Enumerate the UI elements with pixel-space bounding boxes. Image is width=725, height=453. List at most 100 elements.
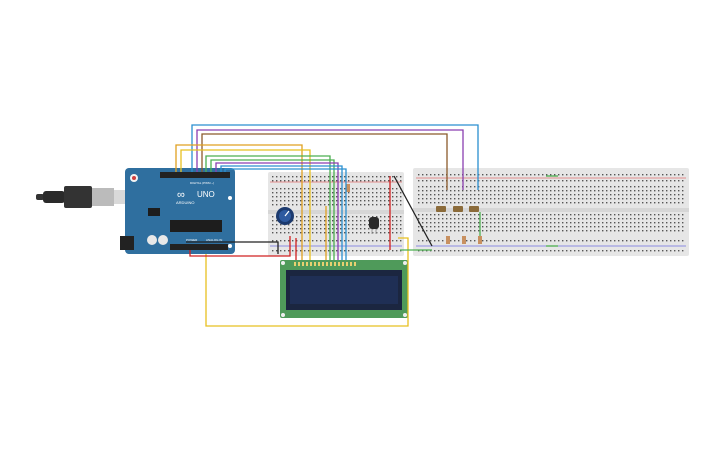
breadboard-hole[interactable] bbox=[562, 194, 564, 196]
breadboard-hole[interactable] bbox=[586, 180, 588, 182]
breadboard-hole[interactable] bbox=[514, 186, 516, 188]
breadboard-hole[interactable] bbox=[308, 220, 310, 222]
breadboard-hole[interactable] bbox=[674, 222, 676, 224]
breadboard-hole[interactable] bbox=[486, 250, 488, 252]
breadboard-hole[interactable] bbox=[610, 230, 612, 232]
breadboard-hole[interactable] bbox=[606, 218, 608, 220]
breadboard-hole[interactable] bbox=[602, 226, 604, 228]
breadboard-hole[interactable] bbox=[392, 196, 394, 198]
lcd-16x2-display[interactable] bbox=[280, 260, 408, 318]
breadboard-hole[interactable] bbox=[618, 186, 620, 188]
breadboard-hole[interactable] bbox=[446, 198, 448, 200]
breadboard-hole[interactable] bbox=[400, 204, 402, 206]
breadboard-hole[interactable] bbox=[518, 202, 520, 204]
breadboard-hole[interactable] bbox=[646, 230, 648, 232]
breadboard-hole[interactable] bbox=[614, 180, 616, 182]
breadboard-hole[interactable] bbox=[276, 196, 278, 198]
breadboard-hole[interactable] bbox=[450, 230, 452, 232]
breadboard-hole[interactable] bbox=[276, 250, 278, 252]
breadboard-hole[interactable] bbox=[462, 226, 464, 228]
breadboard-hole[interactable] bbox=[454, 214, 456, 216]
wire-yellow[interactable] bbox=[180, 149, 311, 260]
breadboard-hole[interactable] bbox=[344, 232, 346, 234]
breadboard-hole[interactable] bbox=[502, 174, 504, 176]
breadboard-hole[interactable] bbox=[446, 222, 448, 224]
breadboard-hole[interactable] bbox=[372, 232, 374, 234]
breadboard-hole[interactable] bbox=[368, 216, 370, 218]
breadboard-hole[interactable] bbox=[348, 192, 350, 194]
breadboard-hole[interactable] bbox=[272, 176, 274, 178]
wire-orange[interactable] bbox=[175, 144, 303, 260]
breadboard-hole[interactable] bbox=[280, 204, 282, 206]
breadboard-hole[interactable] bbox=[272, 204, 274, 206]
breadboard-hole[interactable] bbox=[462, 198, 464, 200]
breadboard-hole[interactable] bbox=[384, 240, 386, 242]
breadboard-hole[interactable] bbox=[300, 250, 302, 252]
breadboard-hole[interactable] bbox=[486, 174, 488, 176]
breadboard-hole[interactable] bbox=[396, 240, 398, 242]
breadboard-hole[interactable] bbox=[610, 174, 612, 176]
breadboard-hole[interactable] bbox=[586, 214, 588, 216]
breadboard-hole[interactable] bbox=[666, 222, 668, 224]
breadboard-hole[interactable] bbox=[466, 194, 468, 196]
breadboard-hole[interactable] bbox=[682, 226, 684, 228]
breadboard-hole[interactable] bbox=[542, 218, 544, 220]
breadboard-hole[interactable] bbox=[446, 214, 448, 216]
breadboard-hole[interactable] bbox=[582, 198, 584, 200]
breadboard-hole[interactable] bbox=[538, 214, 540, 216]
breadboard-hole[interactable] bbox=[458, 190, 460, 192]
breadboard-hole[interactable] bbox=[658, 226, 660, 228]
breadboard-hole[interactable] bbox=[352, 220, 354, 222]
breadboard-hole[interactable] bbox=[670, 230, 672, 232]
breadboard-hole[interactable] bbox=[666, 240, 668, 242]
breadboard-hole[interactable] bbox=[400, 240, 402, 242]
breadboard-hole[interactable] bbox=[316, 216, 318, 218]
breadboard-hole[interactable] bbox=[324, 228, 326, 230]
breadboard-hole[interactable] bbox=[340, 228, 342, 230]
breadboard-hole[interactable] bbox=[280, 224, 282, 226]
breadboard-hole[interactable] bbox=[450, 198, 452, 200]
breadboard-hole[interactable] bbox=[598, 214, 600, 216]
breadboard-hole[interactable] bbox=[400, 176, 402, 178]
breadboard-hole[interactable] bbox=[454, 190, 456, 192]
breadboard-hole[interactable] bbox=[336, 224, 338, 226]
breadboard-hole[interactable] bbox=[422, 240, 424, 242]
breadboard-hole[interactable] bbox=[324, 204, 326, 206]
breadboard-hole[interactable] bbox=[554, 226, 556, 228]
breadboard-hole[interactable] bbox=[348, 220, 350, 222]
breadboard-hole[interactable] bbox=[546, 218, 548, 220]
breadboard-hole[interactable] bbox=[438, 240, 440, 242]
breadboard-hole[interactable] bbox=[642, 186, 644, 188]
breadboard-hole[interactable] bbox=[498, 218, 500, 220]
breadboard-hole[interactable] bbox=[554, 214, 556, 216]
breadboard-hole[interactable] bbox=[646, 190, 648, 192]
breadboard-hole[interactable] bbox=[470, 174, 472, 176]
breadboard-hole[interactable] bbox=[558, 180, 560, 182]
breadboard-hole[interactable] bbox=[670, 218, 672, 220]
breadboard-hole[interactable] bbox=[654, 202, 656, 204]
breadboard-hole[interactable] bbox=[670, 198, 672, 200]
breadboard-hole[interactable] bbox=[618, 250, 620, 252]
breadboard-hole[interactable] bbox=[642, 190, 644, 192]
breadboard-hole[interactable] bbox=[396, 200, 398, 202]
breadboard-hole[interactable] bbox=[482, 214, 484, 216]
breadboard-hole[interactable] bbox=[622, 190, 624, 192]
breadboard-hole[interactable] bbox=[426, 222, 428, 224]
breadboard-hole[interactable] bbox=[320, 216, 322, 218]
breadboard-hole[interactable] bbox=[486, 202, 488, 204]
breadboard-hole[interactable] bbox=[380, 250, 382, 252]
breadboard-hole[interactable] bbox=[670, 180, 672, 182]
breadboard-hole[interactable] bbox=[368, 192, 370, 194]
breadboard-hole[interactable] bbox=[562, 226, 564, 228]
breadboard-hole[interactable] bbox=[614, 214, 616, 216]
breadboard-hole[interactable] bbox=[308, 200, 310, 202]
breadboard-hole[interactable] bbox=[478, 218, 480, 220]
breadboard-hole[interactable] bbox=[438, 180, 440, 182]
breadboard-hole[interactable] bbox=[400, 250, 402, 252]
breadboard-hole[interactable] bbox=[364, 220, 366, 222]
breadboard-hole[interactable] bbox=[658, 198, 660, 200]
potentiometer-icon[interactable] bbox=[276, 207, 294, 225]
breadboard-hole[interactable] bbox=[332, 204, 334, 206]
breadboard-hole[interactable] bbox=[292, 188, 294, 190]
breadboard-hole[interactable] bbox=[400, 180, 402, 182]
